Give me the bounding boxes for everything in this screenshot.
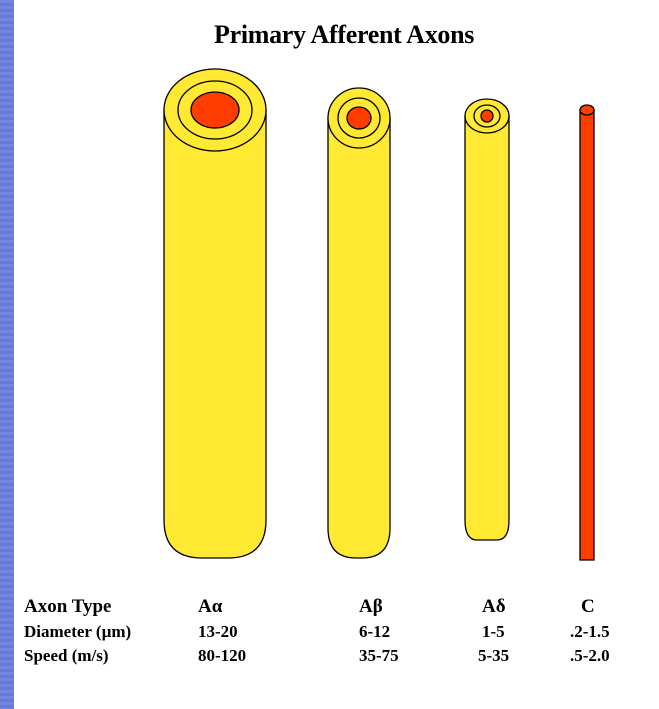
axon-a-beta [327,87,391,559]
a-delta-speed: 5-35 [478,646,510,665]
c-diameter: .2-1.5 [570,622,610,641]
a-beta-diameter: 6-12 [359,622,391,641]
a-beta-type: Aβ [359,596,383,617]
a-beta-speed: 35-75 [359,646,399,665]
a-delta-axon-core [480,109,494,123]
row-label-speed: Speed (m/s) [24,646,109,665]
c-axon-end [579,104,595,116]
a-alpha-myelin-body [163,109,267,559]
a-beta-myelin-body [327,117,391,559]
axon-a-delta [464,98,510,541]
c-speed: .5-2.0 [570,646,610,665]
a-alpha-type: Aα [198,596,223,617]
a-alpha-axon-core [190,91,240,129]
axon-c [579,104,595,561]
a-delta-diameter: 1-5 [482,622,505,641]
c-type: C [581,596,595,617]
a-delta-myelin-body [464,115,510,541]
row-label-diameter: Diameter (µm) [24,622,132,641]
a-alpha-diameter: 13-20 [198,622,238,641]
c-axon-body [579,109,595,561]
a-beta-axon-core [346,106,372,130]
figure-title: Primary Afferent Axons [214,20,475,49]
a-delta-type: Aδ [482,596,506,617]
row-label-axon-type: Axon Type [24,596,112,617]
axon-a-alpha [163,68,267,559]
a-alpha-speed: 80-120 [198,646,247,665]
